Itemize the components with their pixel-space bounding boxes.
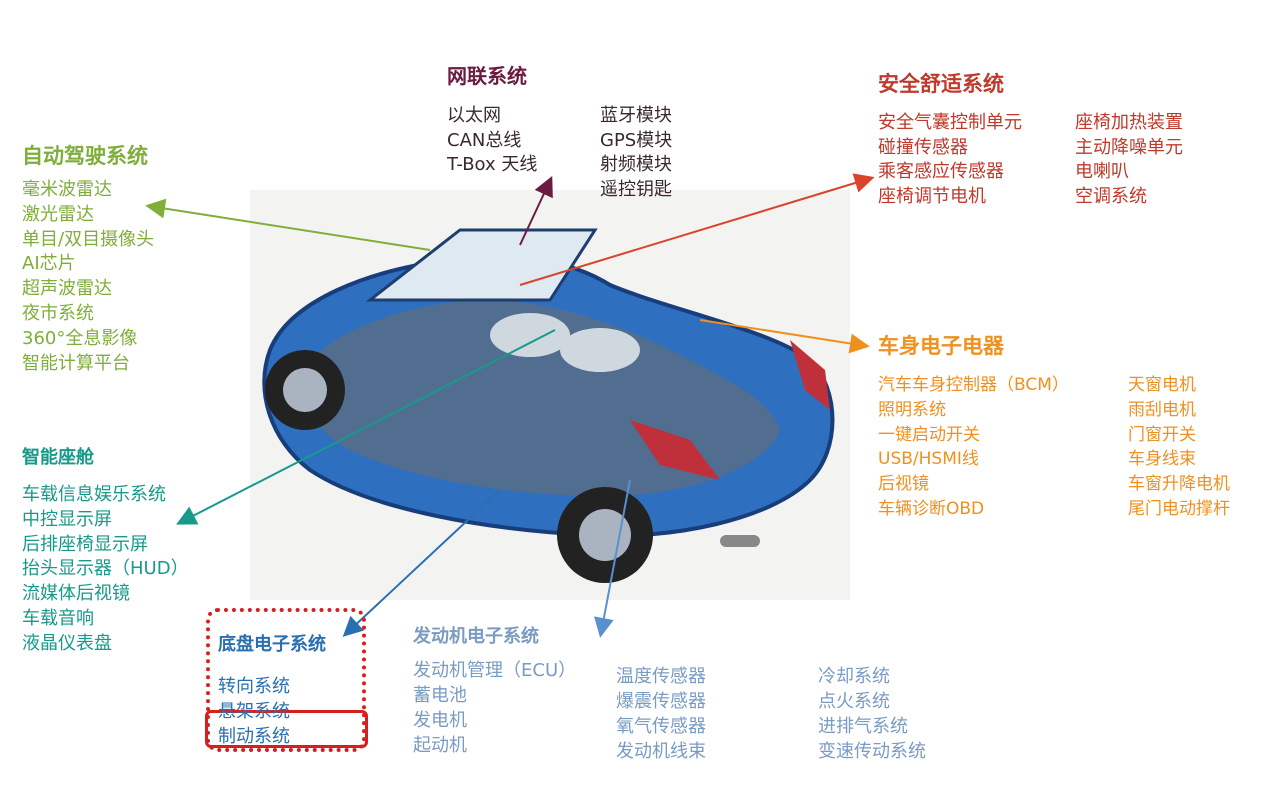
autonomous-arrow	[145, 198, 431, 251]
engine-item: 起动机	[413, 735, 467, 756]
autonomous-item: 毫米波雷达	[22, 179, 112, 200]
chassis-electronics-title: 底盘电子系统	[218, 634, 326, 655]
body-electronics-title: 车身电子电器	[878, 334, 1004, 358]
engine-item: 进排气系统	[818, 716, 908, 737]
safety-item: 电喇叭	[1075, 161, 1129, 182]
smart-cockpit-title: 智能座舱	[22, 447, 94, 468]
cockpit-arrow	[176, 329, 556, 525]
autonomous-driving-group: 自动驾驶系统 毫米波雷达 激光雷达 单目/双目摄像头 AI芯片 超声波雷达 夜市…	[22, 140, 154, 376]
body-electronics-item: 照明系统	[878, 399, 946, 420]
network-item: CAN总线	[447, 129, 522, 151]
chassis-item: 转向系统	[218, 676, 290, 697]
chassis-arrow	[342, 489, 501, 637]
engine-item: 爆震传感器	[616, 691, 706, 712]
safety-arrow	[519, 173, 875, 286]
network-item: 遥控钥匙	[600, 178, 672, 200]
autonomous-item: 激光雷达	[22, 203, 94, 225]
network-item: T-Box 天线	[447, 154, 538, 175]
cockpit-item: 抬头显示器（HUD）	[22, 558, 189, 580]
chassis-item: 悬架系统	[218, 701, 290, 722]
body-electronics-item: 尾门电动撑杆	[1128, 498, 1230, 519]
engine-item: 冷却系统	[818, 666, 890, 687]
body-electronics-item: 门窗开关	[1128, 424, 1196, 445]
safety-comfort-group: 安全舒适系统 安全气囊控制单元 碰撞传感器 乘客感应传感器 座椅调节电机 座椅加…	[878, 68, 1248, 218]
body-electronics-item: 汽车车身控制器（BCM）	[878, 375, 1069, 395]
network-arrow	[519, 175, 553, 246]
body-electronics-group: 车身电子电器 汽车车身控制器（BCM） 照明系统 一键启动开关 USB/HSMI…	[878, 330, 1258, 530]
engine-item: 点火系统	[818, 691, 890, 712]
network-item: 蓝牙模块	[600, 105, 672, 126]
safety-item: 空调系统	[1075, 185, 1147, 207]
engine-item: 温度传感器	[616, 666, 706, 687]
engine-electronics-title: 发动机电子系统	[413, 626, 539, 647]
safety-item: 座椅加热装置	[1075, 112, 1183, 133]
smart-cockpit-group: 智能座舱 车载信息娱乐系统 中控显示屏 后排座椅显示屏 抬头显示器（HUD） 流…	[22, 443, 189, 657]
cockpit-item: 后排座椅显示屏	[22, 533, 148, 555]
body-electronics-item: 雨刮电机	[1128, 399, 1196, 420]
body-electronics-item: 后视镜	[878, 474, 929, 495]
car-cutaway-image	[250, 190, 850, 600]
safety-item: 碰撞传感器	[878, 136, 968, 158]
network-item: 以太网	[447, 105, 501, 126]
autonomous-item: AI芯片	[22, 253, 76, 275]
network-item: GPS模块	[600, 129, 673, 151]
connectivity-group: 网联系统 以太网 CAN总线 T-Box 天线 蓝牙模块 GPS模块 射频模块 …	[447, 60, 707, 210]
body-electronics-arrow	[699, 319, 870, 354]
safety-item: 主动降噪单元	[1075, 136, 1183, 158]
cockpit-item: 液晶仪表盘	[22, 632, 112, 654]
engine-item: 发动机线束	[616, 741, 706, 762]
engine-item: 蓄电池	[413, 685, 467, 706]
connectivity-title: 网联系统	[447, 64, 527, 88]
body-electronics-item: 一键启动开关	[878, 424, 980, 445]
autonomous-item: 360°全息影像	[22, 327, 138, 349]
chassis-item: 制动系统	[218, 726, 290, 747]
cockpit-item: 中控显示屏	[22, 508, 112, 530]
cockpit-item: 车载音响	[22, 607, 94, 629]
engine-item: 氧气传感器	[616, 716, 706, 737]
engine-item: 发动机管理（ECU）	[413, 660, 577, 681]
safety-item: 安全气囊控制单元	[878, 112, 1022, 133]
engine-item: 变速传动系统	[818, 741, 926, 762]
network-item: 射频模块	[600, 154, 672, 175]
cockpit-item: 车载信息娱乐系统	[22, 484, 166, 505]
brake-system-highlight	[205, 710, 368, 748]
autonomous-driving-title: 自动驾驶系统	[22, 144, 148, 168]
autonomous-item: 夜市系统	[22, 302, 94, 324]
body-electronics-item: 车身线束	[1128, 449, 1196, 470]
body-electronics-item: 车辆诊断OBD	[878, 498, 985, 519]
cockpit-item: 流媒体后视镜	[22, 583, 130, 605]
body-electronics-item: 天窗电机	[1128, 375, 1196, 395]
engine-electronics-group: 发动机电子系统 发动机管理（ECU） 蓄电池 发电机 起动机 温度传感器 爆震传…	[413, 622, 973, 772]
body-electronics-item: USB/HSMI线	[878, 449, 979, 470]
autonomous-item: 智能计算平台	[22, 352, 130, 374]
safety-item: 乘客感应传感器	[878, 161, 1004, 182]
autonomous-item: 超声波雷达	[22, 278, 112, 300]
engine-arrow	[594, 479, 631, 638]
chassis-dotted-highlight	[206, 608, 366, 752]
safety-item: 座椅调节电机	[878, 185, 986, 207]
engine-item: 发电机	[413, 710, 467, 731]
safety-comfort-title: 安全舒适系统	[878, 72, 1004, 96]
body-electronics-item: 车窗升降电机	[1128, 474, 1230, 495]
chassis-electronics-group: 底盘电子系统 转向系统 悬架系统 制动系统	[218, 630, 326, 749]
autonomous-item: 单目/双目摄像头	[22, 228, 155, 250]
